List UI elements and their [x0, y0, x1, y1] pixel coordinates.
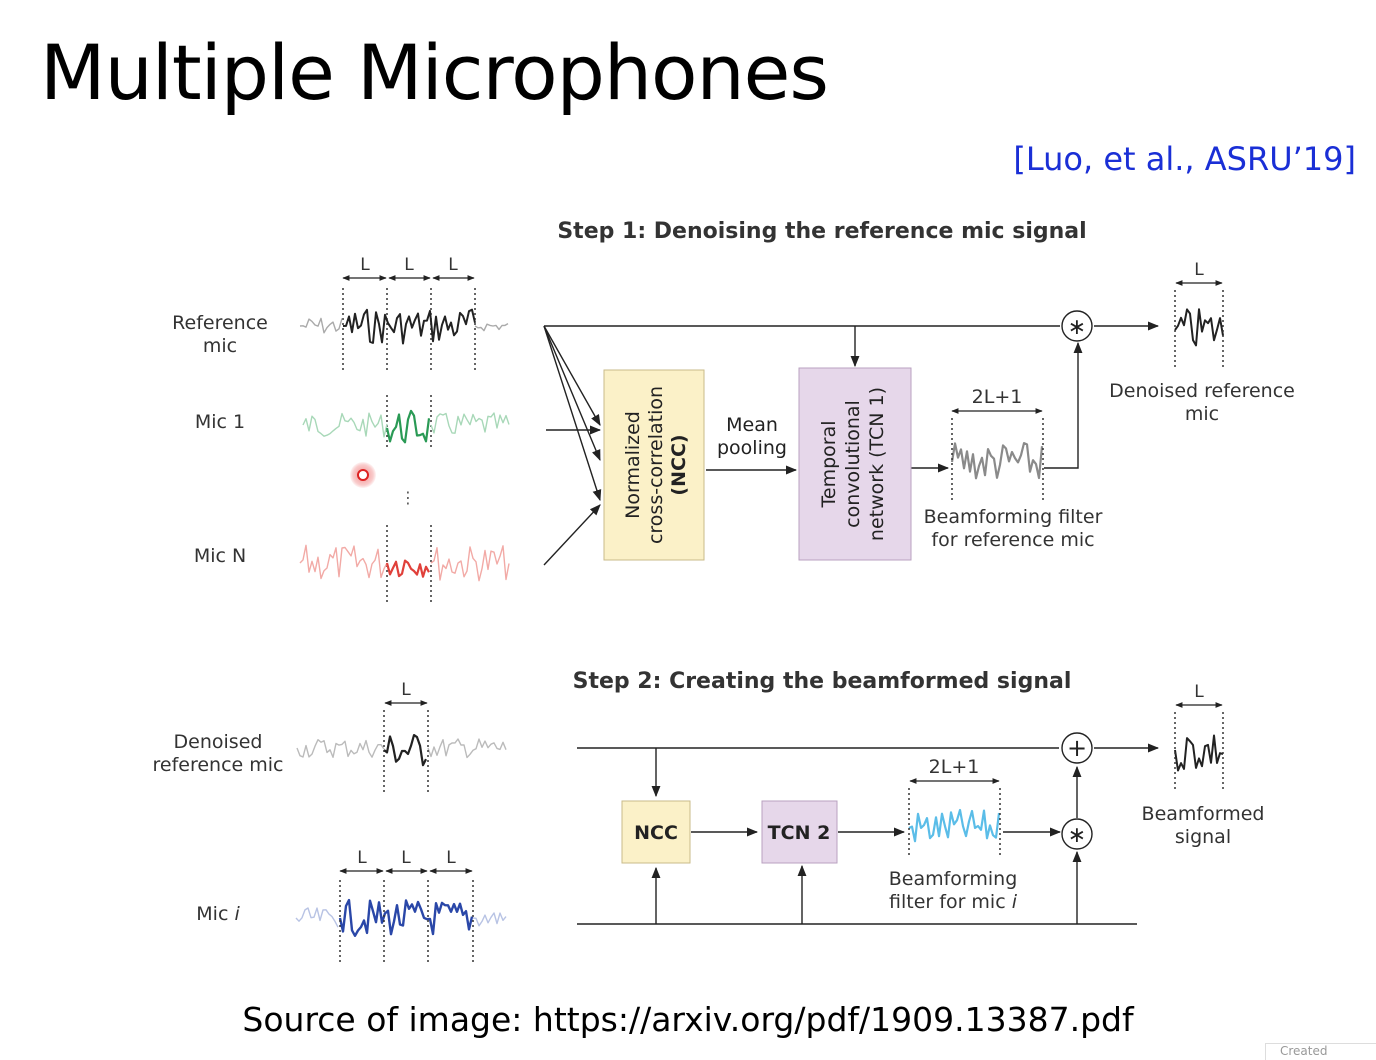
- step2-window-label-top: L: [401, 680, 411, 700]
- plus-symbol-step2: +: [1067, 734, 1087, 762]
- mean-pooling-label-1: Mean: [726, 414, 778, 436]
- image-source-caption: Source of image: https://arxiv.org/pdf/1…: [242, 1000, 1134, 1039]
- filter1-caption-1: Beamforming filter: [924, 506, 1103, 528]
- ncc-step2-label: NCC: [634, 822, 678, 844]
- tcn1-box: [798, 367, 912, 561]
- ncc-line-3: (NCC): [668, 434, 690, 495]
- mic-i-label: Mic i: [196, 903, 240, 925]
- pointer-cursor-icon: [350, 462, 376, 488]
- filter2-wave: [908, 808, 1001, 843]
- output1-window-label: L: [1194, 260, 1204, 280]
- ncc-box-step1: [603, 369, 705, 561]
- ellipsis-vertical: ⋮: [400, 488, 416, 507]
- mic-i-window-l1: L: [357, 848, 367, 868]
- step2-heading: Step 2: Creating the beamformed signal: [573, 669, 1072, 694]
- multiply-symbol-step1: ∗: [1068, 315, 1086, 340]
- output1-wave: [1174, 308, 1224, 347]
- reference-wave-faded-left: [299, 317, 343, 334]
- tcn1-line-3: network (TCN 1): [866, 387, 888, 541]
- filter2-caption-2: filter for mic i: [889, 891, 1018, 913]
- filter1-width-label: 2L+1: [972, 386, 1023, 408]
- mic1-wave: [385, 409, 431, 444]
- denoised-wave: [383, 734, 427, 767]
- multiply-node-step2: [1061, 818, 1093, 850]
- add-node-step2: [1061, 732, 1093, 764]
- mic-i-wave-faded-left: [295, 907, 339, 928]
- mic-i-window-l3: L: [446, 848, 456, 868]
- denoised-wave-faded-left: [296, 739, 385, 758]
- reference-wave: [342, 308, 476, 345]
- step2-mic-i-window-markers: L L L: [339, 848, 473, 874]
- ncc-line-1: Normalized: [622, 411, 644, 519]
- step1-window-markers: L L L: [342, 255, 475, 281]
- reference-mic-label-2: mic: [203, 335, 237, 357]
- tcn1-line-2: convolutional: [842, 400, 864, 528]
- micn-wave: [385, 559, 430, 578]
- window-label-l1: L: [360, 255, 370, 275]
- window-label-l2: L: [404, 255, 414, 275]
- micn-wave-faded-left: [299, 544, 388, 580]
- output1-caption-2: mic: [1185, 403, 1219, 425]
- mic1-wave-faded-left: [302, 412, 388, 438]
- window-label-l3: L: [448, 255, 458, 275]
- reference-wave-faded-right: [474, 322, 509, 332]
- mic1-wave-faded-right: [430, 412, 510, 434]
- citation-link: [Luo, et al., ASRU’19]: [1013, 140, 1356, 178]
- output2-window-label: L: [1194, 682, 1204, 702]
- multiply-symbol-step2: ∗: [1068, 823, 1086, 848]
- beamforming-diagram: Step 1: Denoising the reference mic sign…: [153, 219, 1295, 962]
- step1-input-arrows: [543, 321, 1160, 566]
- created-tag: Created: [1265, 1043, 1376, 1060]
- slide-title: Multiple Microphones: [40, 28, 829, 117]
- multiply-node-step1: [1061, 310, 1093, 342]
- ncc-line-2: cross-correlation: [645, 386, 667, 544]
- output2-caption-1: Beamformed: [1142, 803, 1265, 825]
- step1-window-lines: [342, 288, 476, 605]
- denoised-ref-label-1: Denoised: [174, 731, 263, 753]
- step1-heading: Step 1: Denoising the reference mic sign…: [557, 219, 1086, 244]
- mic-i-wave-faded-right: [472, 912, 507, 927]
- mic-i-wave: [338, 898, 474, 937]
- mic1-label: Mic 1: [195, 411, 245, 433]
- output1-caption-1: Denoised reference: [1109, 380, 1295, 402]
- filter1-wave: [950, 442, 1044, 480]
- denoised-ref-label-2: reference mic: [153, 754, 284, 776]
- filter2-caption-1: Beamforming: [889, 868, 1018, 890]
- tcn2-label: TCN 2: [768, 822, 831, 844]
- ncc-box-step2: [621, 800, 691, 864]
- output2-caption-2: signal: [1175, 826, 1231, 848]
- tcn2-box: [761, 800, 838, 864]
- micn-wave-faded-right: [430, 545, 510, 582]
- tcn1-line-1: Temporal: [818, 421, 840, 509]
- filter1-caption-2: for reference mic: [931, 529, 1094, 551]
- denoised-wave-faded-right: [427, 738, 507, 759]
- step2-flow-arrows: [577, 743, 1160, 925]
- mean-pooling-label-2: pooling: [717, 437, 787, 459]
- micn-label: Mic N: [194, 545, 246, 567]
- output2-wave: [1174, 734, 1224, 772]
- filter2-width-label: 2L+1: [929, 756, 980, 778]
- mic-i-window-l2: L: [401, 848, 411, 868]
- reference-mic-label-1: Reference: [172, 312, 268, 334]
